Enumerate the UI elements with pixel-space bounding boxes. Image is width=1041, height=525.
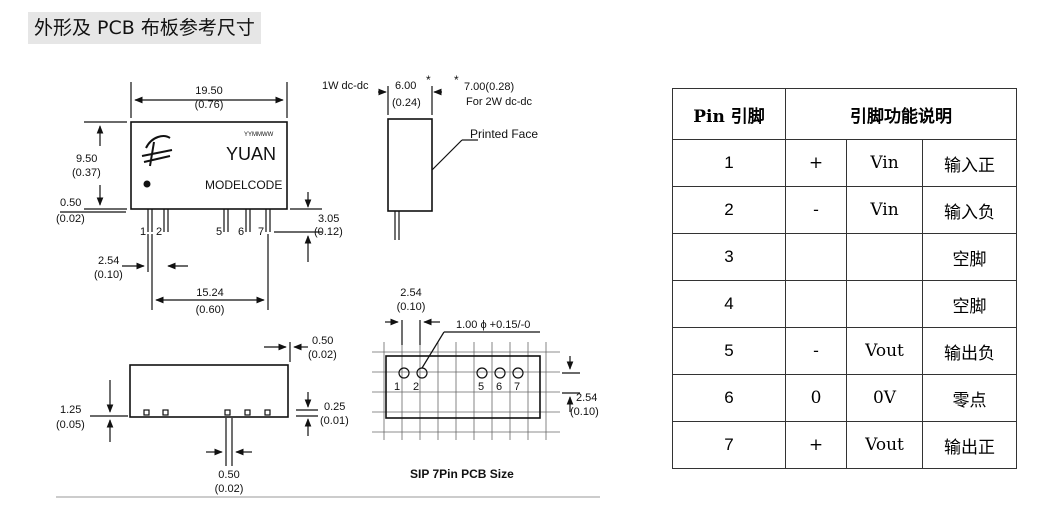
pcb-pin-2: 2	[413, 381, 419, 393]
table-row: 4 空脚	[672, 280, 1018, 328]
pin-number-1: 1	[140, 226, 146, 238]
pin-number: 5	[672, 327, 786, 375]
side-2w-asterisk: *	[454, 73, 459, 87]
pcb-pin-1: 1	[394, 381, 400, 393]
pin-number-2: 2	[156, 226, 162, 238]
bottom-pin-off-in: (0.05)	[56, 419, 85, 431]
pin-desc: 输入负	[921, 186, 1018, 234]
pin-desc: 零点	[921, 374, 1018, 422]
pin-sign: +	[785, 421, 847, 469]
pin-number: 1	[672, 139, 786, 187]
pin-function-table: Pin 引脚 引脚功能说明 1 + Vin 输入正 2 - Vin 输入负 3 …	[672, 88, 1018, 469]
pin-sign: -	[785, 186, 847, 234]
pcb-row-mm: 2.54	[576, 392, 597, 404]
pcb-hole-spec: 1.00 ϕ +0.15/-0	[456, 319, 530, 331]
pin-name: 0V	[846, 374, 923, 422]
pin-name: Vin	[846, 186, 923, 234]
dim-pitch-mm: 2.54	[98, 255, 119, 267]
bottom-pin-w-in: (0.01)	[320, 415, 349, 427]
dim-pinlen-mm: 3.05	[318, 213, 339, 225]
bottom-edge-in: (0.02)	[308, 349, 337, 361]
dim-span-in: (0.60)	[196, 304, 225, 316]
bottom-pin-w-mm: 0.25	[324, 401, 345, 413]
dim-pinlen-in: (0.12)	[314, 226, 343, 238]
pcb-pitch-in: (0.10)	[397, 301, 426, 313]
table-row: 1 + Vin 输入正	[672, 139, 1018, 187]
side-thick-2w: 7.00(0.28)	[464, 81, 514, 93]
dim-height-in: (0.37)	[72, 167, 101, 179]
side-label-1w: 1W dc-dc	[322, 80, 369, 92]
pin-number: 3	[672, 233, 786, 281]
dimension-drawing: 19.50 (0.76) 9.50 (0.37) 0.50 (0.02) YYM…	[56, 73, 600, 498]
table-row: 3 空脚	[672, 233, 1018, 281]
pin-desc: 空脚	[921, 233, 1018, 281]
side-thick-1w-in: (0.24)	[392, 97, 421, 109]
date-code: YYMMWW	[244, 132, 274, 138]
pin-name	[846, 280, 923, 328]
section-heading: 外形及 PCB 布板参考尺寸	[28, 12, 261, 44]
pcb-pitch-mm: 2.54	[400, 287, 421, 299]
logo-text: YUAN	[226, 144, 276, 164]
model-code: MODELCODE	[205, 178, 282, 192]
bottom-edge-mm: 0.50	[312, 335, 333, 347]
pcb-pin-5: 5	[478, 381, 484, 393]
pin-sign: -	[785, 327, 847, 375]
pin-number: 6	[672, 374, 786, 422]
pcb-pin-6: 6	[496, 381, 502, 393]
dim-pitch-in: (0.10)	[94, 269, 123, 281]
bottom-gap-in: (0.02)	[215, 483, 244, 495]
table-row: 5 - Vout 输出负	[672, 327, 1018, 375]
side-thick-1w-mm: 6.00	[395, 80, 416, 92]
pin-number: 4	[672, 280, 786, 328]
table-row: 6 0 0V 零点	[672, 374, 1018, 422]
pin-sign: +	[785, 139, 847, 187]
dim-width-in: (0.76)	[195, 99, 224, 111]
pin-desc: 输出负	[921, 327, 1018, 375]
pin-name: Vout	[846, 421, 923, 469]
bottom-pin-off-mm: 1.25	[60, 404, 81, 416]
pin-sign: 0	[785, 374, 847, 422]
printed-face-label: Printed Face	[470, 127, 538, 141]
side-label-2w: For 2W dc-dc	[466, 96, 533, 108]
pin-sign	[785, 233, 847, 281]
table-header-row: Pin 引脚 引脚功能说明	[672, 88, 1018, 140]
pcb-pin-7: 7	[514, 381, 520, 393]
dim-standoff-in: (0.02)	[56, 213, 85, 225]
dim-standoff-mm: 0.50	[60, 197, 81, 209]
header-pin: Pin 引脚	[672, 88, 786, 140]
pin-number-6: 6	[238, 226, 244, 238]
bottom-gap-mm: 0.50	[218, 469, 239, 481]
pcb-row-in: (0.10)	[570, 406, 599, 418]
pin-number: 7	[672, 421, 786, 469]
dim-height-mm: 9.50	[76, 153, 97, 165]
pin-desc: 输出正	[921, 421, 1018, 469]
pin-desc: 空脚	[921, 280, 1018, 328]
table-row: 7 + Vout 输出正	[672, 421, 1018, 469]
table-row: 2 - Vin 输入负	[672, 186, 1018, 234]
pin-name	[846, 233, 923, 281]
pin-name: Vout	[846, 327, 923, 375]
side-thick-asterisk: *	[426, 73, 431, 87]
pin-desc: 输入正	[921, 139, 1018, 187]
pin-number: 2	[672, 186, 786, 234]
header-function: 引脚功能说明	[784, 88, 1018, 140]
pin-sign	[785, 280, 847, 328]
dim-span-mm: 15.24	[196, 287, 224, 299]
pcb-caption: SIP 7Pin PCB Size	[410, 467, 514, 481]
pin-number-5: 5	[216, 226, 222, 238]
dim-width-mm: 19.50	[195, 85, 223, 97]
pin-number-7: 7	[258, 226, 264, 238]
pin-name: Vin	[846, 139, 923, 187]
